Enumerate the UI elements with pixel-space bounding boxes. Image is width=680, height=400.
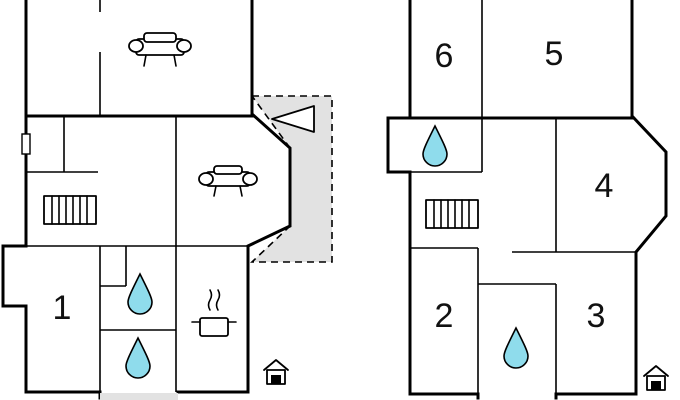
room-label-2: 2 [435,297,454,335]
house-entrance-icon [643,365,669,391]
room-label-4: 4 [595,167,614,205]
bathroom-drop-icon [503,326,529,369]
outer-wall-right-upper [554,0,668,400]
outer-wall-left [1,0,102,400]
stairs-icon [43,195,97,225]
armchair-icon [198,165,258,197]
bathroom-drop-icon [125,336,151,379]
ground-floor: 1 [1,0,333,400]
room-label-1: 1 [53,289,72,327]
kitchen-pot-icon [191,289,237,337]
stairs-icon [425,199,479,229]
house-entrance-icon [263,359,289,385]
outer-wall-bottom [176,0,292,394]
bathroom-drop-icon [127,272,153,315]
room-label-5: 5 [545,35,564,73]
triangle-marker-icon [271,105,315,133]
window [21,133,31,155]
bathroom-drop-icon [422,124,448,167]
upper-floor: 6 5 4 2 3 [386,0,669,400]
room-label-6: 6 [435,37,454,75]
sofa-icon [128,32,192,67]
entrance-step [100,393,178,400]
room-label-3: 3 [587,297,606,335]
outer-wall-left-upper [386,0,480,400]
